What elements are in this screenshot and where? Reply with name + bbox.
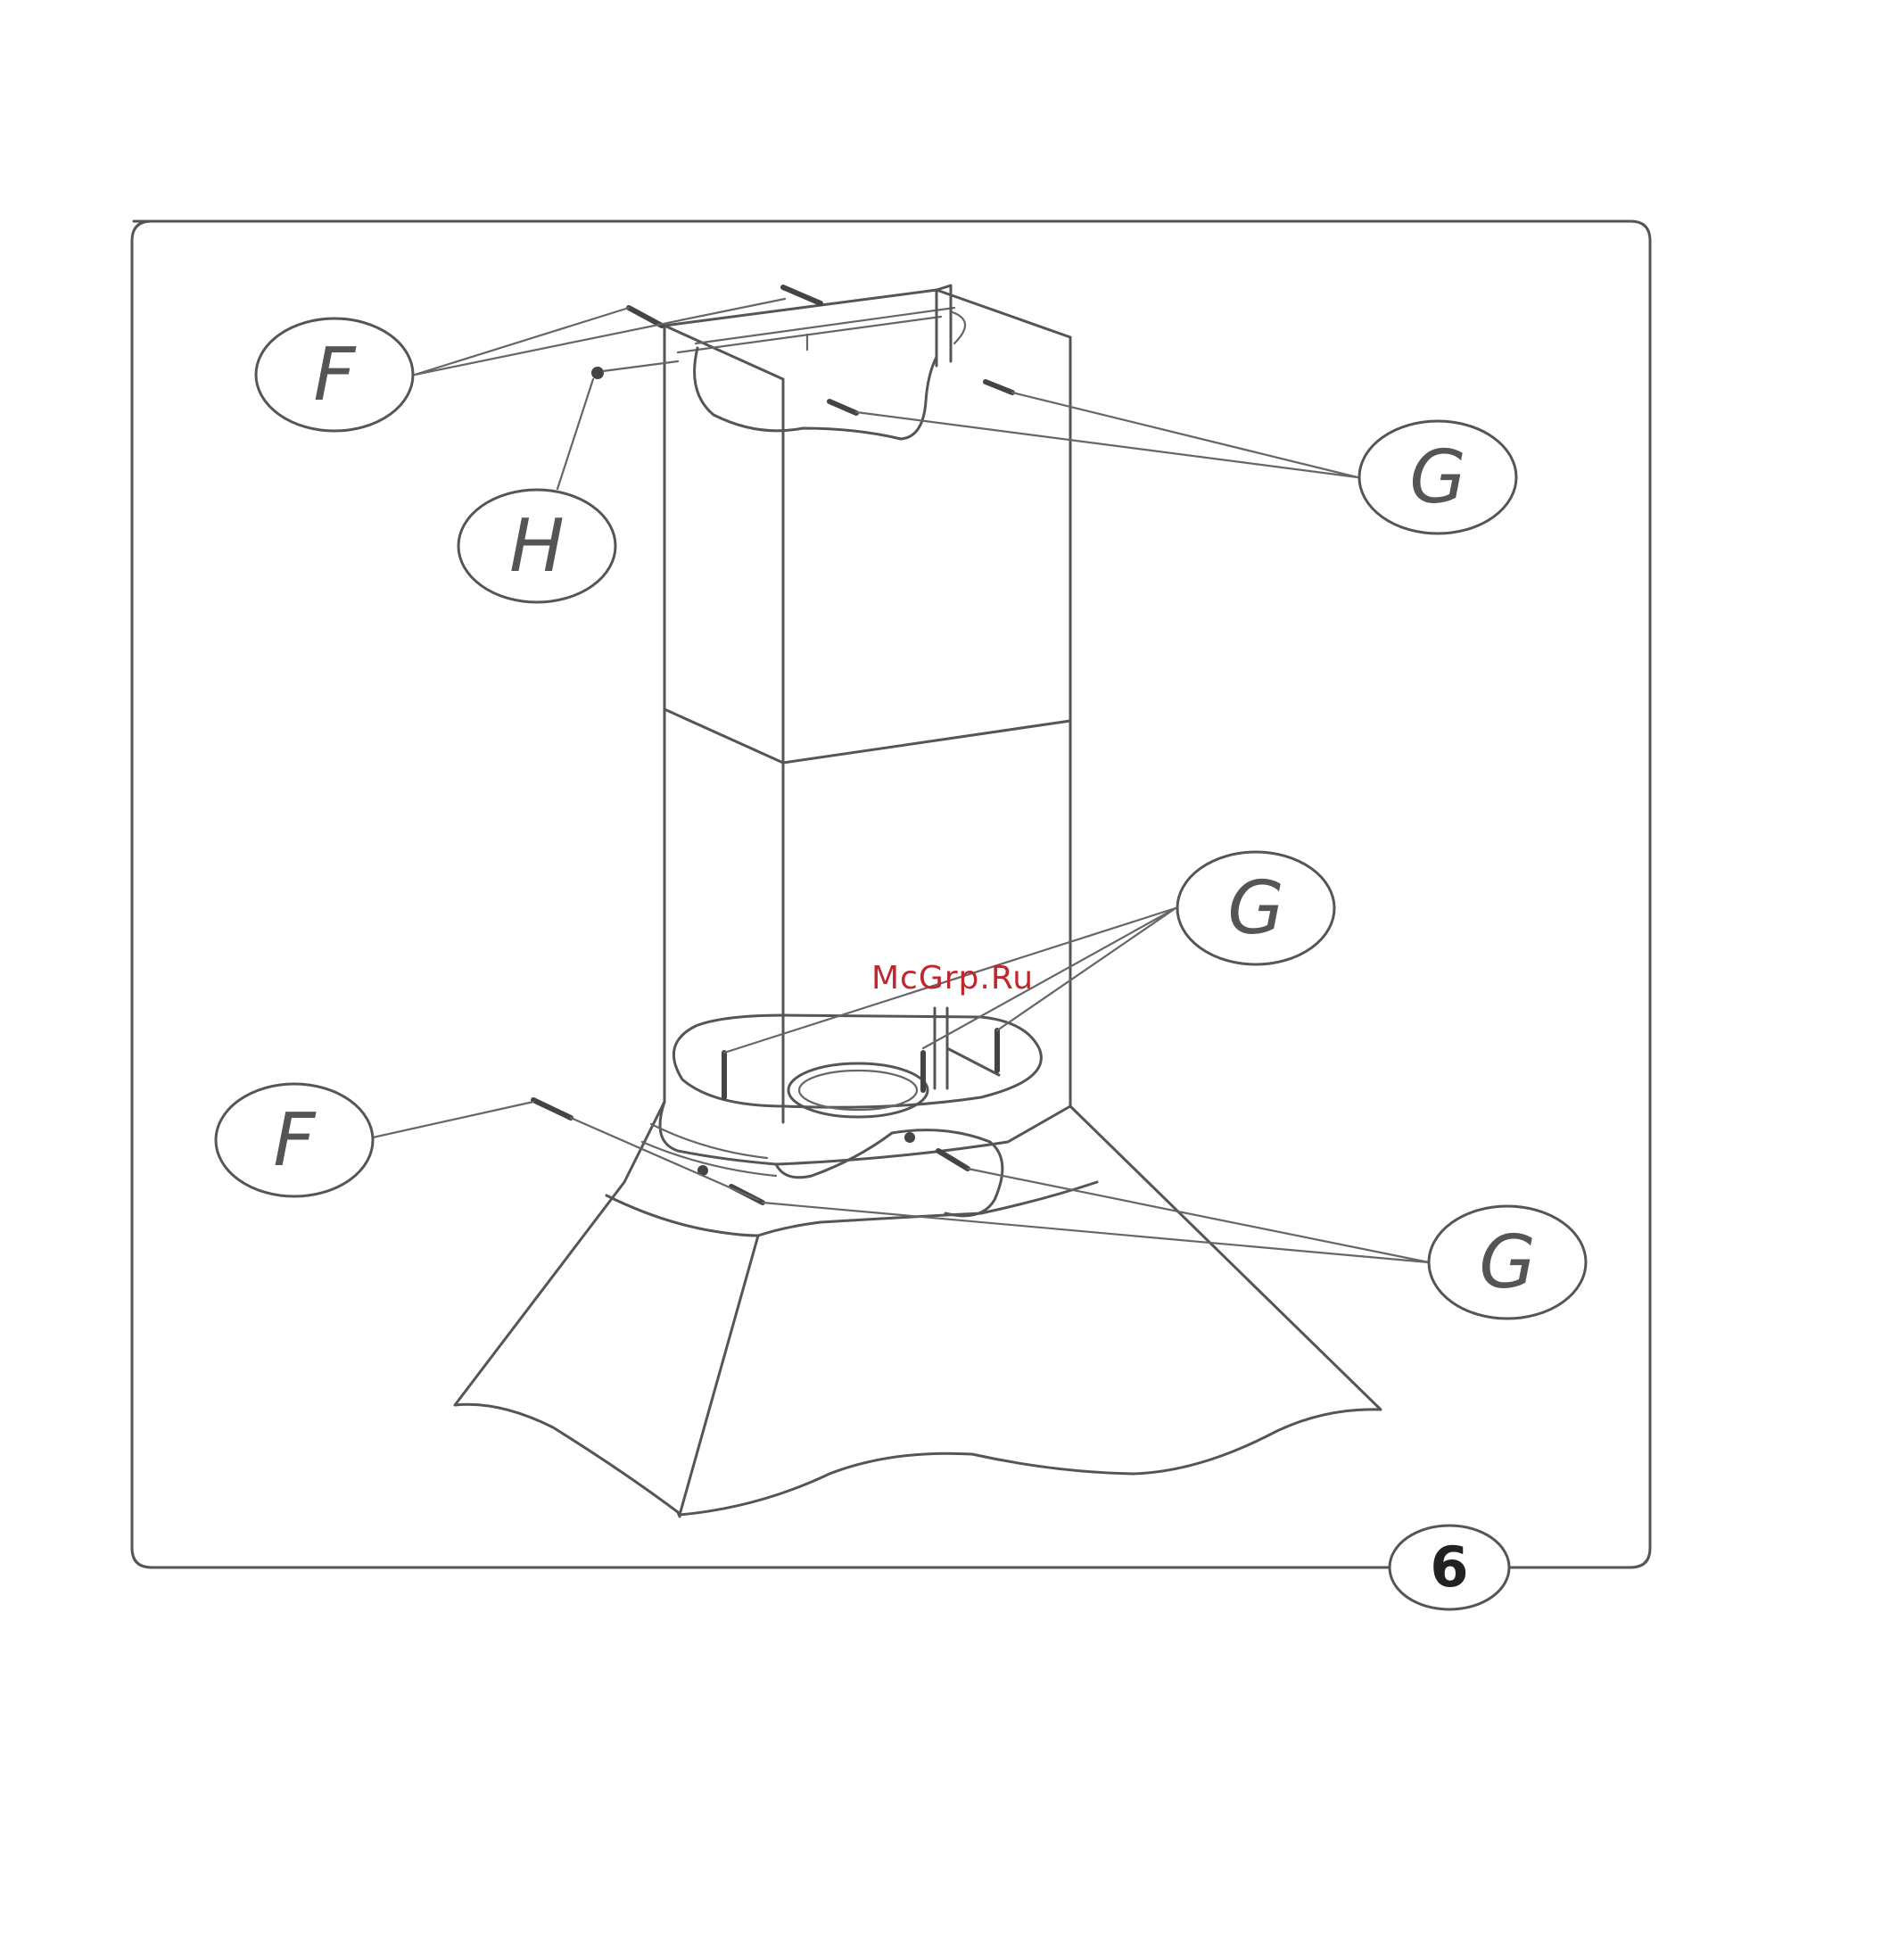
svg-text:6: 6 [1430,1534,1468,1600]
leader-f-top [415,299,785,375]
screw-h [591,367,604,379]
hood-canopy [455,1102,1381,1517]
callout-h: H [458,490,615,602]
callout-f-bottom: F [216,1084,373,1196]
figure-number-badge: 6 [1390,1526,1509,1609]
callout-f-top: F [256,318,413,431]
callout-g-mid: G [1177,852,1334,964]
screw-f-top-2 [783,287,821,303]
svg-text:H: H [509,504,565,589]
chimney-duct [664,285,1070,1122]
screw-g-top-2 [986,382,1012,393]
svg-text:F: F [273,1098,317,1183]
callout-g-bottom: G [1429,1206,1586,1319]
svg-text:G: G [1479,1220,1536,1305]
screw-g-top-1 [829,401,856,413]
screw-f-bottom [533,1100,571,1118]
fan-detail [673,1008,1041,1117]
svg-text:G: G [1409,435,1466,520]
leader-g-top [856,393,1357,477]
bottom-detail-loop [776,1130,1003,1216]
leader-h [557,379,593,489]
screw-g-bottom-2 [938,1151,968,1169]
svg-text:F: F [313,333,357,418]
watermark: McGrp.Ru [871,960,1034,997]
callout-g-top: G [1359,421,1516,533]
svg-text:G: G [1227,866,1284,951]
screw-f-top-1 [629,308,662,326]
top-detail-loop [695,348,937,439]
